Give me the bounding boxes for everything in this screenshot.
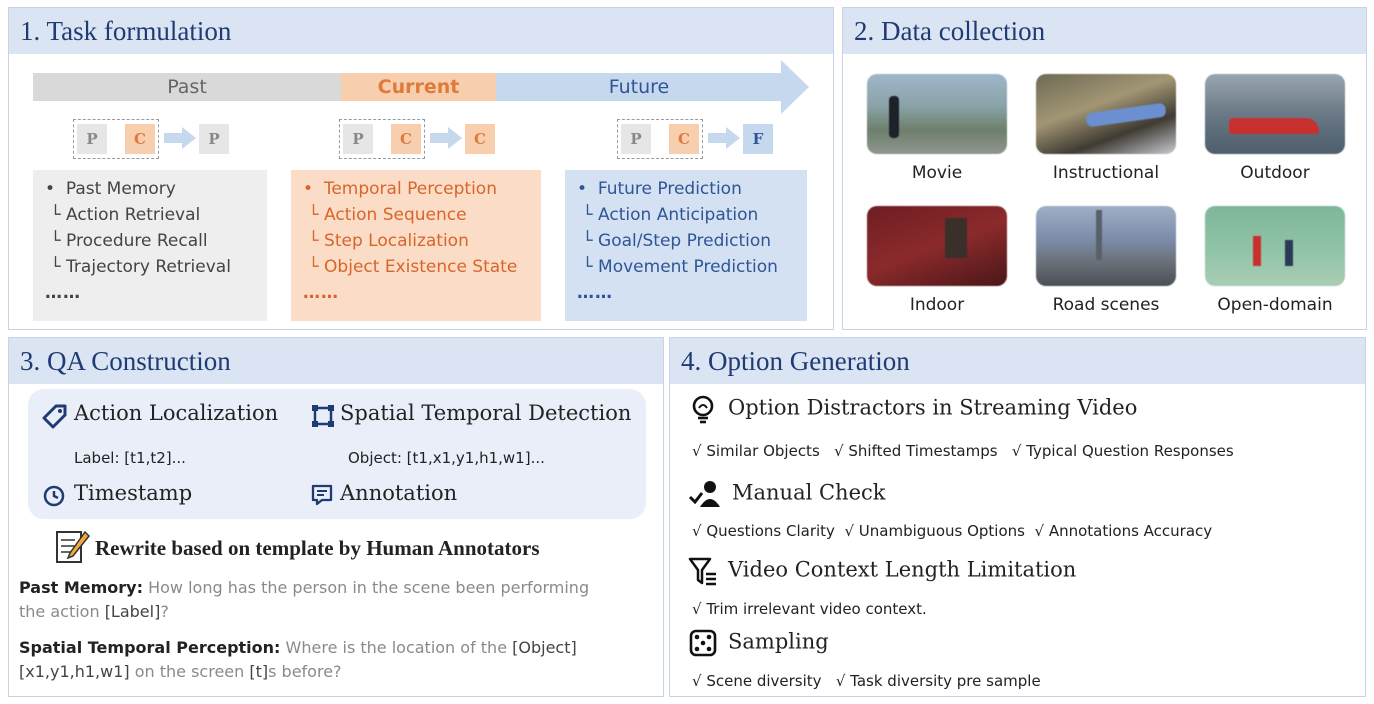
panel-title: 2. Data collection	[843, 8, 1366, 54]
future-task-item-header: • Future Prediction	[577, 179, 742, 199]
source-label-outdoor: Outdoor	[1240, 163, 1310, 183]
source-label-open-domain: Open-domain	[1217, 295, 1333, 315]
question-key: Past Memory:	[19, 578, 143, 597]
question-example-past-memory: Past Memory: How long has the person in …	[19, 578, 590, 621]
past-token-group	[73, 119, 159, 159]
action-localization-label: Action Localization	[74, 401, 279, 425]
future-task-item: └ Action Anticipation	[577, 205, 759, 225]
timeline-past-label: Past	[167, 76, 207, 98]
current-task-more: ……	[303, 283, 339, 303]
timeline-future-label: Future	[608, 76, 670, 98]
source-label-movie: Movie	[911, 163, 963, 183]
current-task-item: └ Object Existence State	[303, 257, 518, 277]
qa-info-box: Action Localization Spatial Temporal Det…	[28, 389, 646, 519]
panel-title: 4. Option Generation	[670, 338, 1365, 384]
manual-check-items: √ Questions Clarity √ Unambiguous Option…	[692, 522, 1213, 540]
past-task-item: └ Action Retrieval	[45, 205, 201, 225]
dice-icon	[689, 629, 717, 657]
token-c-output: C	[465, 124, 495, 154]
source-label-instructional: Instructional	[1052, 163, 1160, 183]
bounding-box-icon	[312, 405, 334, 427]
user-check-icon	[688, 481, 720, 507]
future-task-item: └ Movement Prediction	[577, 257, 778, 277]
future-task-box: • Future Prediction └ Action Anticipatio…	[565, 170, 807, 321]
sampling-items: √ Scene diversity √ Task diversity pre s…	[692, 672, 1041, 690]
token-p-output: P	[199, 124, 229, 154]
context-limit-items: √ Trim irrelevant video context.	[692, 600, 927, 618]
token-f-output: F	[743, 124, 773, 154]
distractors-items: √ Similar Objects √ Shifted Timestamps √…	[692, 442, 1234, 460]
arrow-right-icon	[430, 127, 462, 149]
past-task-item: └ Procedure Recall	[45, 231, 208, 251]
label-format: Label: [t1,t2]...	[74, 449, 186, 467]
data-collection-panel: 2. Data collection Movie Instructional O…	[842, 7, 1367, 330]
lightbulb-icon	[692, 395, 714, 424]
current-token-group	[339, 119, 425, 159]
arrow-right-icon	[164, 127, 196, 149]
token-c: C	[391, 124, 421, 154]
option-generation-panel: 4. Option Generation Option Distractors …	[669, 337, 1366, 697]
token-c: C	[125, 124, 155, 154]
token-p: P	[77, 124, 107, 154]
token-p: P	[343, 124, 373, 154]
panel-title: 3. QA Construction	[9, 338, 663, 384]
memo-pencil-icon	[56, 530, 91, 563]
distractors-heading: Option Distractors in Streaming Video	[688, 394, 1137, 424]
past-task-item: └ Trajectory Retrieval	[45, 257, 231, 277]
clock-icon	[43, 485, 65, 507]
current-task-item-header: • Temporal Perception	[303, 179, 497, 199]
source-label-indoor: Indoor	[909, 295, 965, 315]
question-key: Spatial Temporal Perception:	[19, 638, 281, 657]
token-c: C	[669, 124, 699, 154]
past-task-box: • Past Memory └ Action Retrieval └ Proce…	[33, 170, 267, 321]
future-task-more: ……	[577, 283, 613, 303]
object-format: Object: [t1,x1,y1,h1,w1]...	[348, 449, 545, 467]
current-task-box: • Temporal Perception └ Action Sequence …	[291, 170, 541, 321]
task-formulation-panel: 1. Task formulation Past Current Future …	[8, 7, 834, 330]
past-task-more: ……	[45, 283, 81, 303]
context-limit-heading: Video Context Length Limitation	[688, 556, 1076, 586]
rewrite-heading: Rewrite based on template by Human Annot…	[95, 536, 540, 560]
comment-icon	[311, 484, 333, 506]
panel-title: 1. Task formulation	[9, 8, 833, 54]
qa-construction-panel: 3. QA Construction Action Localization S…	[8, 337, 664, 697]
future-token-group	[617, 119, 703, 159]
outdoor-thumbnail	[1205, 74, 1345, 154]
future-task-item: └ Goal/Step Prediction	[577, 231, 772, 251]
timeline-arrow	[33, 60, 809, 114]
sampling-heading: Sampling	[688, 628, 829, 658]
arrow-right-icon	[708, 127, 740, 149]
indoor-thumbnail	[867, 206, 1007, 286]
timestamp-label: Timestamp	[74, 481, 193, 505]
token-p: P	[621, 124, 651, 154]
open-domain-thumbnail	[1205, 206, 1345, 286]
instructional-thumbnail	[1036, 74, 1176, 154]
source-label-road-scenes: Road scenes	[1052, 295, 1160, 315]
movie-thumbnail	[867, 74, 1007, 154]
current-task-item: └ Step Localization	[303, 231, 469, 251]
filter-list-icon	[688, 557, 716, 586]
spatial-temporal-detection-label: Spatial Temporal Detection	[340, 401, 632, 425]
timeline-current-label: Current	[377, 76, 460, 98]
current-task-item: └ Action Sequence	[303, 205, 467, 225]
manual-check-heading: Manual Check	[688, 479, 886, 509]
past-task-item-header: • Past Memory	[45, 179, 176, 199]
road-scenes-thumbnail	[1036, 206, 1176, 286]
question-example-spatial-temporal: Spatial Temporal Perception: Where is th…	[19, 638, 577, 681]
annotation-label: Annotation	[340, 481, 458, 505]
tag-icon	[42, 404, 67, 429]
